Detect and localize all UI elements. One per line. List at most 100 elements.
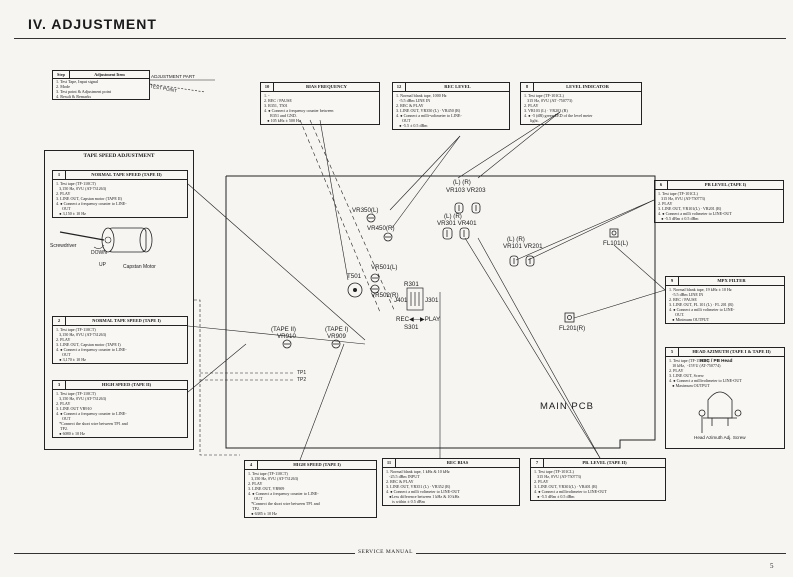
pot-vr203 <box>471 202 481 214</box>
step-line: ● -5.5 dBm ± 0.5 dBm <box>658 216 699 221</box>
step-line: 4. ● Connect a frequency counter to LINE… <box>56 201 127 206</box>
step-title: HIGH SPEED (TAPE I) <box>293 462 341 467</box>
pot-vr910 <box>282 339 292 349</box>
step-line: 2. REC & PLAY <box>396 103 424 108</box>
leader-line <box>477 111 561 179</box>
step-line: 3,150 Hz, 0VU (AT-731263) <box>248 476 299 481</box>
step-line: R351 and GND. <box>264 113 297 118</box>
s301-label: S301 <box>404 324 419 331</box>
t501-label: T501 <box>347 273 362 280</box>
step-line: 4. ● Connect a milli voltmeter to LINE-O… <box>386 489 460 494</box>
step-title: LEVEL INDICATOR <box>566 84 609 89</box>
pot-vr201 <box>525 255 535 267</box>
step-line: OUT <box>56 352 71 357</box>
step-line: 1. Normal blank tape, 19 kHz ± 10 Hz <box>669 287 732 292</box>
step-line: 3,150 Hz, 0VU (AT-731263) <box>56 396 107 401</box>
lr-label-right: (L) (R) <box>507 236 525 243</box>
leader-line <box>477 237 601 459</box>
step-title: HEAD AZIMUTH (TAPE I & TAPE II) <box>692 349 771 354</box>
tape-speed-title: TAPE SPEED ADJUSTMENT <box>83 153 155 159</box>
screwdriver-label: Screwdriver <box>50 243 77 249</box>
step-line: 1. Test tape (TF-101CL) <box>524 93 564 98</box>
step-line: 4. ● Connect a milli voltmeter to LINE- <box>669 307 735 312</box>
rec-play-label: REC◀—▶PLAY <box>396 316 441 323</box>
vr103-vr203-label: VR103 VR203 <box>446 187 486 194</box>
step-line: ● -5.5 dBm ± 0.5 dBm <box>534 494 575 499</box>
pot-vr502 <box>370 284 380 294</box>
pcb-outline <box>225 175 656 449</box>
step-line: 2. PLAY <box>524 103 539 108</box>
step-number: 5 <box>666 348 679 356</box>
legend-col-step: Step <box>53 71 70 78</box>
step-line: 2. REC / PAUSE <box>264 98 292 103</box>
vr450-label: VR450(R) <box>367 225 395 232</box>
filter-fl101 <box>609 228 619 238</box>
tape1-label: (TAPE I) <box>325 326 349 333</box>
step-line: 3. LINE OUT, VR351 (L) · VR352 (R) <box>386 484 451 489</box>
step-line: -5.5 dBm LINE IN <box>396 98 431 103</box>
capstan-motor-illustration <box>59 227 153 253</box>
leader-line <box>573 289 666 319</box>
step-line: ● 6080 ± 10 Hz <box>56 431 85 436</box>
rec-pb-head-label: REC / PB Head <box>700 358 733 363</box>
page-number: 5 <box>770 562 774 570</box>
tp1-label: TP1 <box>297 370 307 376</box>
leader-line <box>613 244 666 291</box>
leader-line <box>319 119 349 281</box>
test-point-wires <box>200 372 295 381</box>
step-number: 4 <box>245 461 258 469</box>
step-line: 1. Test tape (TF-110CT) <box>56 327 96 332</box>
step-title: PB. LEVEL (TAPE II) <box>582 460 627 465</box>
step-line: ● Maximum OUTPUT <box>669 383 710 388</box>
step-line: 1. - <box>264 93 270 98</box>
step-number: 12 <box>393 83 406 91</box>
page-heading: IV. ADJUSTMENT <box>28 16 157 32</box>
step-number: 11 <box>383 459 396 467</box>
step-line: 4. ● Connect a milli voltmeter to LINE-O… <box>658 211 732 216</box>
capstan-motor-label: Capstan Motor <box>123 264 156 270</box>
step-line: OUT. <box>669 312 685 317</box>
tape2-label: (TAPE II) <box>271 326 296 333</box>
tp2-label: TP2 <box>297 377 307 383</box>
leader-line <box>187 183 366 341</box>
step-number: 3 <box>53 381 66 389</box>
step-line: 4. ● Connect a millivoltmeter to LINE-OU… <box>669 378 742 383</box>
step-number: 10 <box>261 83 274 91</box>
step-line: 2. PLAY <box>669 368 684 373</box>
step-number: 6 <box>655 181 668 189</box>
step-line: *Connect the short wire between TP1 and <box>56 421 128 426</box>
step-line: 2. REC & PLAY <box>386 479 414 484</box>
main-pcb-label: MAIN PCB <box>540 401 594 412</box>
step-number: 7 <box>531 459 544 467</box>
legend-arrow <box>149 83 206 93</box>
leader-line <box>464 237 601 459</box>
pot-vr101 <box>509 255 519 267</box>
vr910-label: VR910 <box>277 333 296 340</box>
step-line: TP2. <box>248 506 260 511</box>
legend-item: 3. Test point & Adjustment point <box>56 89 111 94</box>
step-line: OUT <box>56 416 71 421</box>
leader-line <box>515 199 655 261</box>
j401-label: J401 <box>394 297 408 304</box>
vr101-vr201-label: VR101 VR201 <box>503 243 543 250</box>
leader-line <box>299 343 345 461</box>
step-line: *Connect the short wire between TP1 and <box>248 501 320 506</box>
step-line: 315 Hz, 0VU (AT-750773) <box>534 474 582 479</box>
legend-item: 2. Mode <box>56 84 70 89</box>
step-number: 1 <box>53 171 66 179</box>
rec-pb-head-illustration <box>698 391 742 433</box>
pot-vr450 <box>383 232 393 242</box>
step-line: -25.5 dBm INPUT <box>386 474 420 479</box>
leader-line <box>187 325 366 345</box>
step-line: ● 105 kHz ± 500 Hz <box>264 118 301 123</box>
step-title: MPX FILTER <box>717 278 746 283</box>
step-line: 3. LINE OUT, Capstan motor (TAPE II) <box>56 196 122 201</box>
